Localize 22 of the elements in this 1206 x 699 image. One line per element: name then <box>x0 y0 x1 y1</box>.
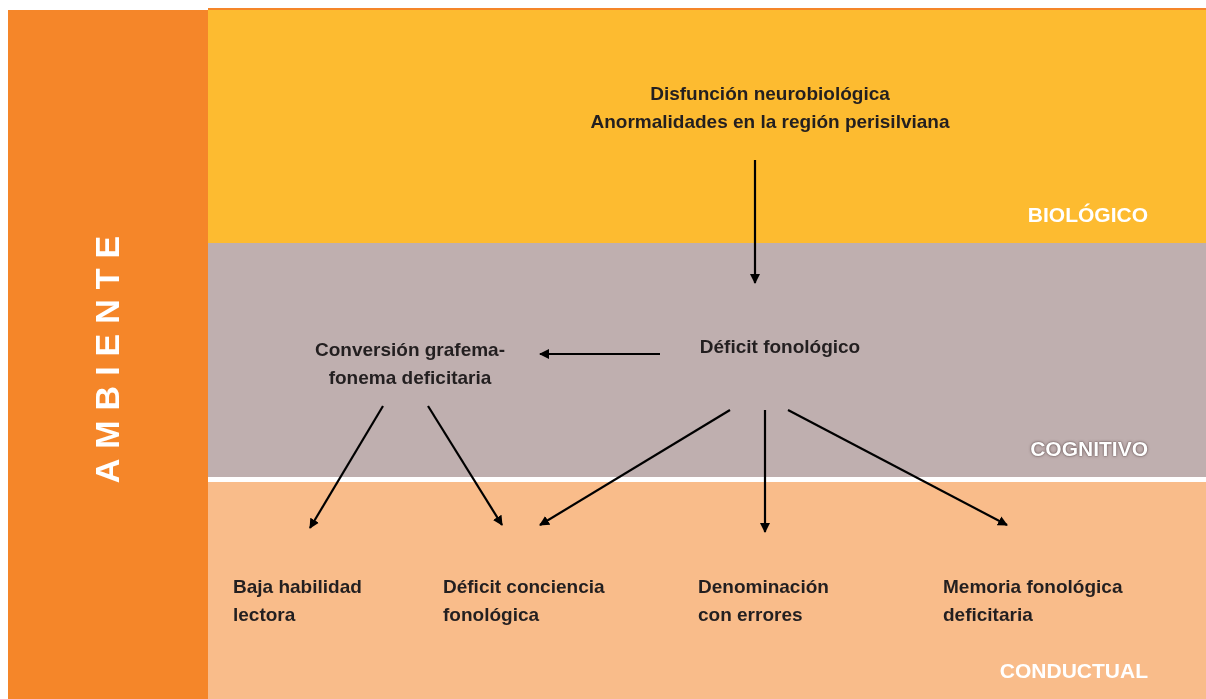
node-label: Conversión grafema-fonema deficitaria <box>313 338 506 390</box>
arrow <box>787 409 1008 526</box>
node-label: Denominación con errores <box>698 575 830 627</box>
band-label: COGNITIVO <box>1030 437 1148 461</box>
node-label: Déficit fonológico <box>699 334 861 359</box>
node-label: Déficit conciencia fonológica <box>443 575 606 627</box>
band-label: AMBIENTE <box>88 225 128 484</box>
node-label: Anormalidades en la región perisilviana <box>590 110 950 134</box>
level-band <box>208 243 1206 477</box>
node-label: Baja habilidad lectora <box>233 575 363 627</box>
arrow <box>427 405 503 526</box>
arrow <box>760 410 770 533</box>
arrow <box>539 349 660 359</box>
arrow <box>750 160 760 284</box>
arrow <box>309 405 384 529</box>
band-label: BIOLÓGICO <box>1027 203 1148 227</box>
band-label: CONDUCTUAL <box>999 659 1148 683</box>
arrow <box>539 409 731 526</box>
side-band <box>8 10 208 699</box>
level-band <box>208 8 1206 243</box>
node-label: Disfunción neurobiológica <box>650 82 890 106</box>
node-label: Memoria fonológica deficitaria <box>943 575 1124 627</box>
